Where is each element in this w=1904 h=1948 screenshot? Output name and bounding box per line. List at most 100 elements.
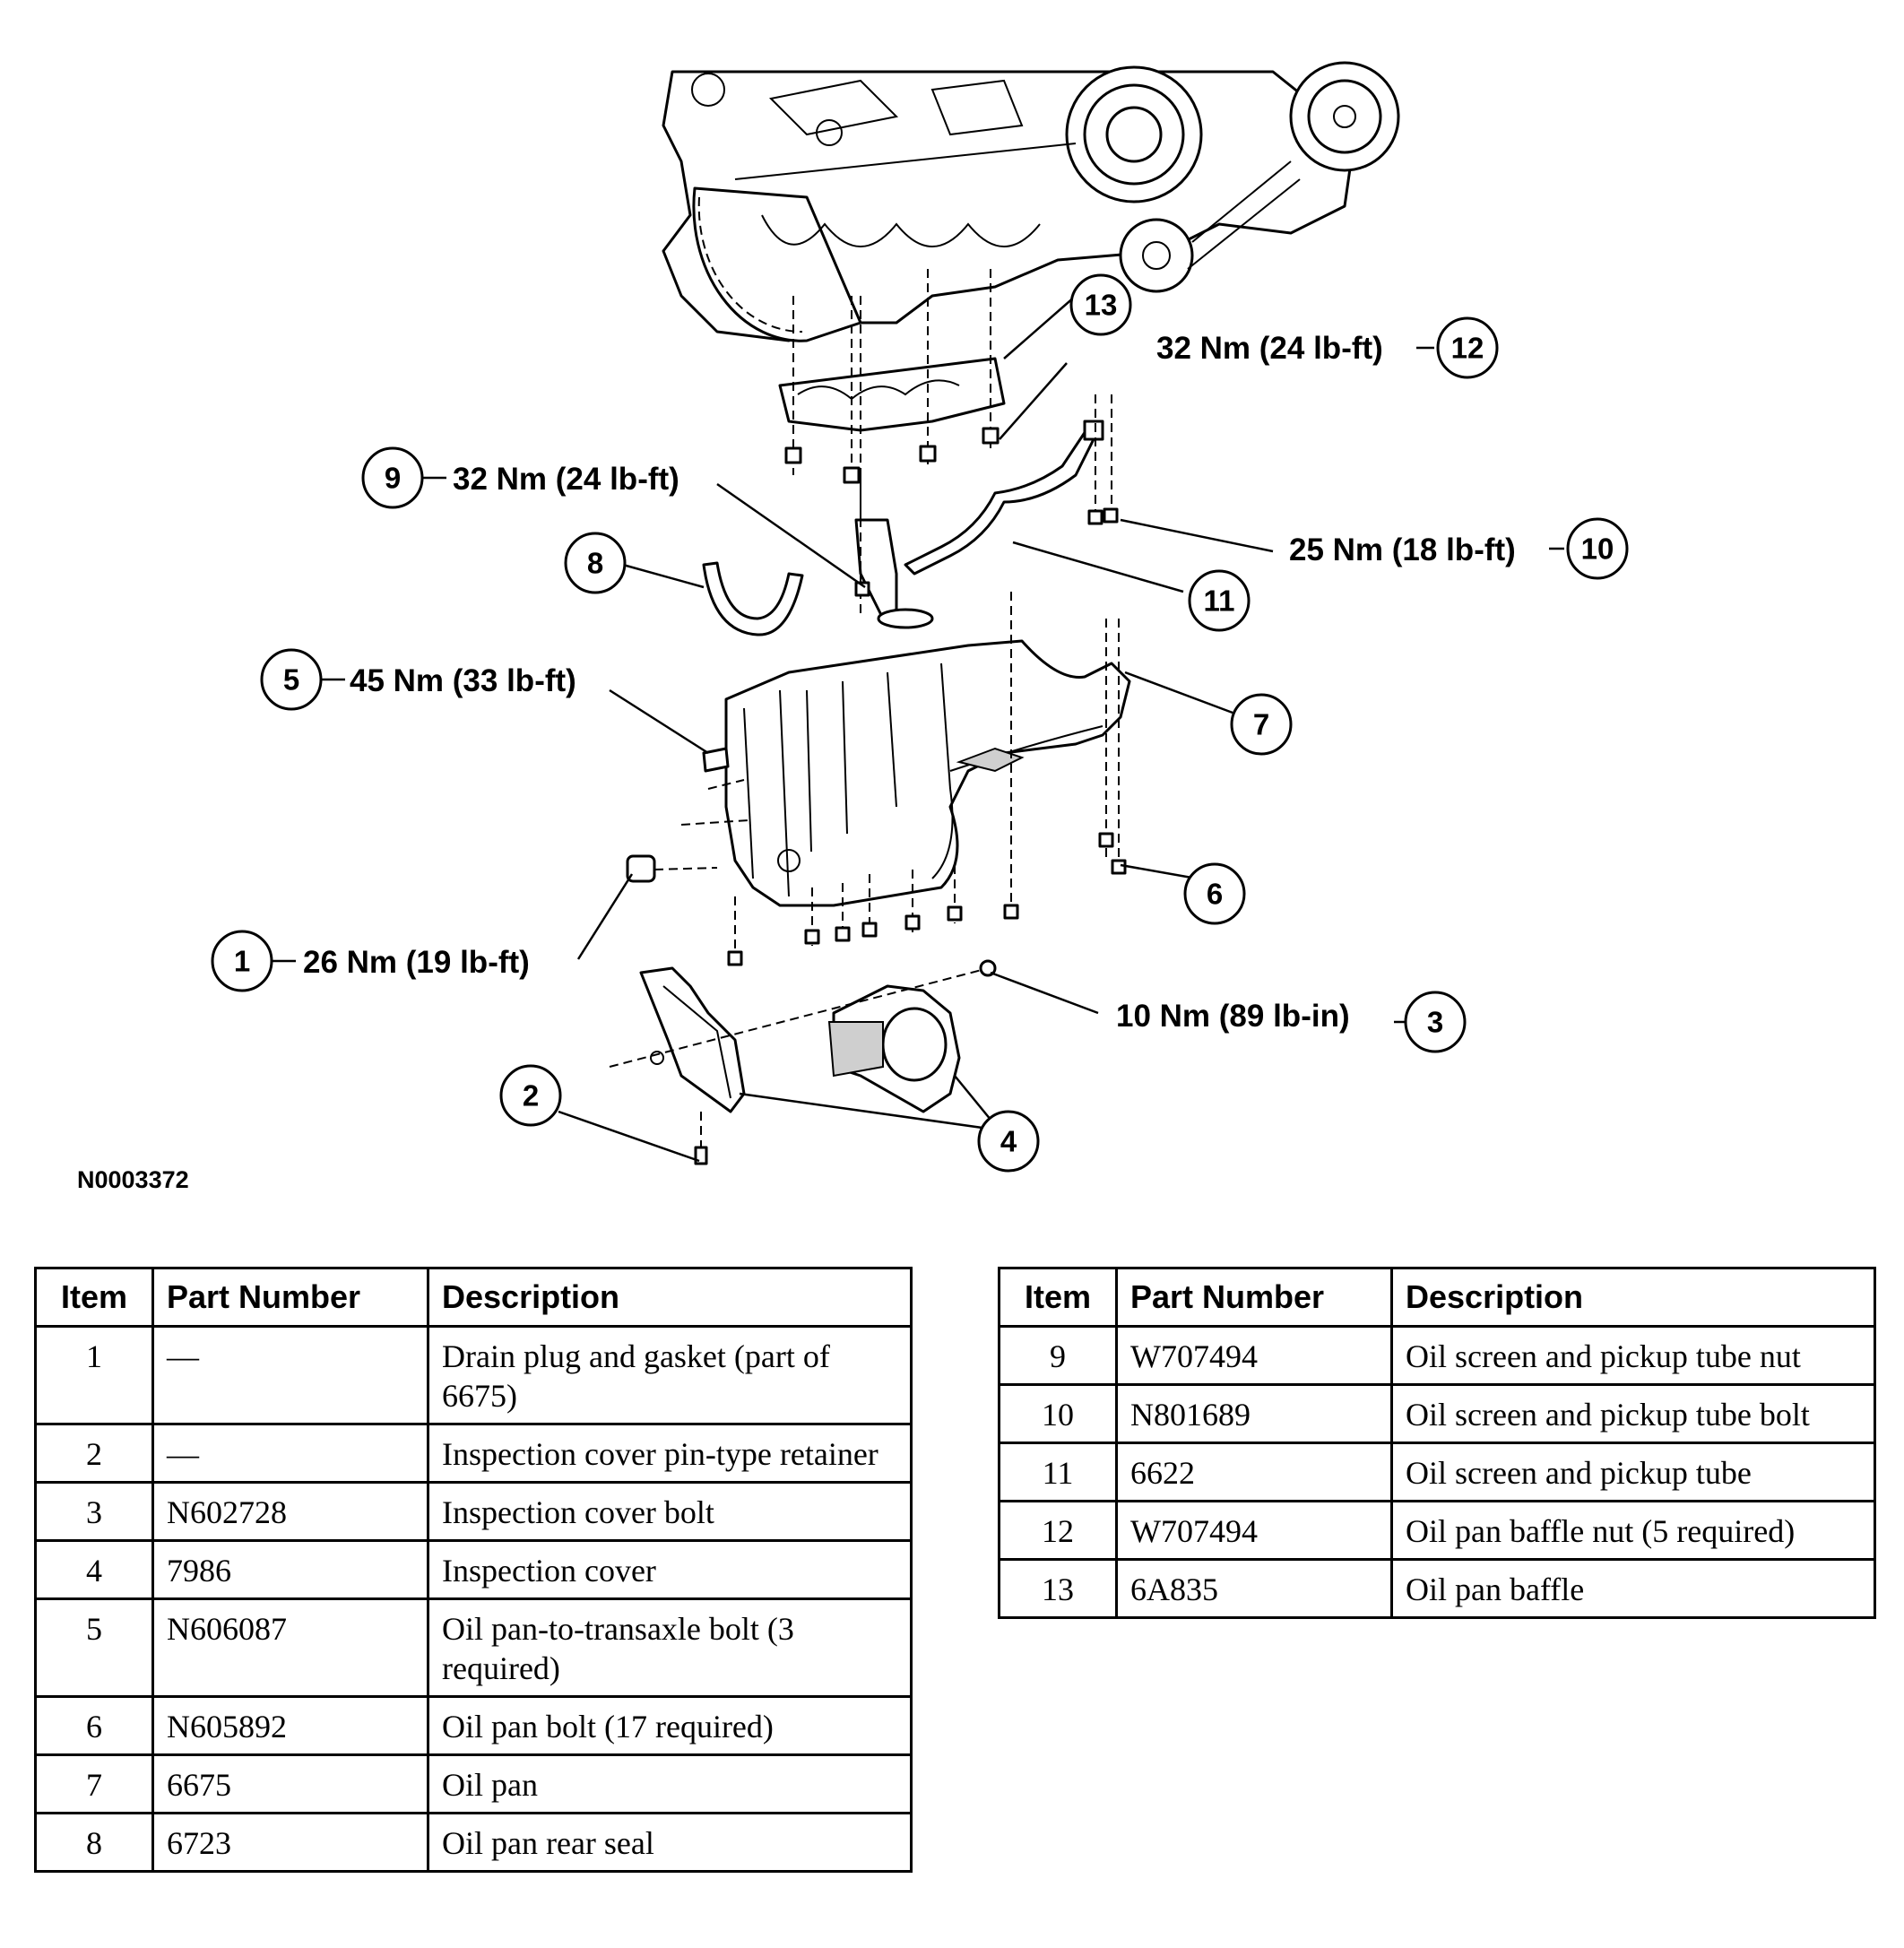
callout-8: 8 [564,532,627,594]
cell-part-number: 6A835 [1115,1558,1393,1619]
oil-pan-rear-seal-illustration [702,561,804,636]
svg-text:11: 11 [1204,584,1235,618]
table-header-row: Item Part Number Description [34,1267,913,1328]
callout-2: 2 [499,1064,562,1127]
cell-description: Oil pan bolt (17 required) [427,1695,913,1756]
cell-part-number: 6675 [151,1753,429,1814]
callout-12: 32 Nm (24 lb-ft) 12 [1156,316,1499,379]
cell-item: 1 [34,1325,154,1425]
callout-10: 25 Nm (18 lb-ft) 10 [1289,517,1629,580]
cell-part-number: — [151,1423,429,1484]
callout-3: 10 Nm (89 lb-in) 3 [1116,991,1467,1053]
svg-text:32 Nm (24 lb-ft): 32 Nm (24 lb-ft) [453,462,679,497]
header-part-number: Part Number [1115,1267,1393,1328]
cell-part-number: W707494 [1115,1500,1393,1561]
table-row: 1—Drain plug and gasket (part of 6675) [34,1325,913,1425]
header-description: Description [1390,1267,1876,1328]
callout-13: 13 [1069,273,1132,336]
cell-part-number: N606087 [151,1597,429,1698]
cell-description: Oil pan baffle nut (5 required) [1390,1500,1876,1561]
exploded-view-diagram: 1 26 Nm (19 lb-ft) 2 10 Nm (89 lb-in) 3 … [77,61,1629,1193]
header-description: Description [427,1267,913,1328]
baffle-nuts-illustration [784,427,1000,484]
reference-code: N0003372 [77,1166,189,1193]
cell-description: Oil screen and pickup tube [1390,1442,1876,1502]
cell-description: Oil pan-to-transaxle bolt (3 required) [427,1597,913,1698]
cell-item: 6 [34,1695,154,1756]
cell-part-number: N605892 [151,1695,429,1756]
cell-item: 5 [34,1597,154,1698]
cell-item: 3 [34,1481,154,1542]
svg-text:9: 9 [385,462,401,495]
cell-part-number: 6622 [1115,1442,1393,1502]
oil-pan-illustration [626,592,1131,968]
cell-description: Oil pan baffle [1390,1558,1876,1619]
cell-item: 4 [34,1539,154,1600]
inspection-cover-illustration [609,959,997,1165]
cell-item: 10 [998,1383,1118,1444]
cell-item: 11 [998,1442,1118,1502]
svg-text:6: 6 [1207,878,1223,911]
cell-description: Inspection cover bolt [427,1481,913,1542]
engine-block-illustration [662,61,1400,342]
callout-5: 5 45 Nm (33 lb-ft) [260,648,576,711]
callout-7: 7 [1230,693,1293,756]
header-item: Item [998,1267,1118,1328]
svg-text:13: 13 [1085,289,1118,322]
svg-text:8: 8 [587,547,603,580]
cell-part-number: N602728 [151,1481,429,1542]
cell-part-number: — [151,1325,429,1425]
svg-text:25 Nm (18 lb-ft): 25 Nm (18 lb-ft) [1289,532,1516,567]
cell-description: Inspection cover pin-type retainer [427,1423,913,1484]
cell-item: 9 [998,1325,1118,1386]
header-item: Item [34,1267,154,1328]
cell-description: Oil pan rear seal [427,1812,913,1873]
callout-9: 9 32 Nm (24 lb-ft) [361,446,679,509]
svg-text:10: 10 [1581,532,1614,566]
table-header-row: Item Part Number Description [998,1267,1876,1328]
leader-lines [558,295,1274,1163]
cell-description: Oil pan [427,1753,913,1814]
cell-description: Oil screen and pickup tube nut [1390,1325,1876,1386]
svg-text:2: 2 [523,1079,539,1113]
cell-description: Inspection cover [427,1539,913,1600]
svg-text:4: 4 [1000,1125,1017,1158]
cell-item: 8 [34,1812,154,1873]
cell-description: Oil screen and pickup tube bolt [1390,1383,1876,1444]
svg-text:26 Nm (19 lb-ft): 26 Nm (19 lb-ft) [303,945,530,980]
parts-table-left: Item Part Number Description 1—Drain plu… [34,1267,913,1873]
svg-text:12: 12 [1451,332,1484,365]
cell-item: 13 [998,1558,1118,1619]
svg-text:45 Nm (33 lb-ft): 45 Nm (33 lb-ft) [350,663,576,698]
svg-text:10 Nm (89 lb-in): 10 Nm (89 lb-in) [1116,999,1350,1034]
header-part-number: Part Number [151,1267,429,1328]
callout-4: 4 [977,1110,1040,1173]
cell-part-number: 7986 [151,1539,429,1600]
callout-6: 6 [1183,862,1246,925]
cell-part-number: N801689 [1115,1383,1393,1444]
cell-description: Drain plug and gasket (part of 6675) [427,1325,913,1425]
callout-1: 1 26 Nm (19 lb-ft) [211,930,530,992]
cell-item: 7 [34,1753,154,1814]
callout-11: 11 [1188,569,1251,632]
table-row: 2—Inspection cover pin-type retainer [34,1423,913,1484]
cell-item: 2 [34,1423,154,1484]
cell-part-number: W707494 [1115,1325,1393,1386]
svg-text:7: 7 [1253,708,1269,741]
svg-text:32 Nm (24 lb-ft): 32 Nm (24 lb-ft) [1156,331,1383,366]
svg-text:3: 3 [1427,1006,1443,1039]
oil-pickup-tube-illustration [854,394,1119,629]
cell-part-number: 6723 [151,1812,429,1873]
svg-text:1: 1 [234,945,250,978]
